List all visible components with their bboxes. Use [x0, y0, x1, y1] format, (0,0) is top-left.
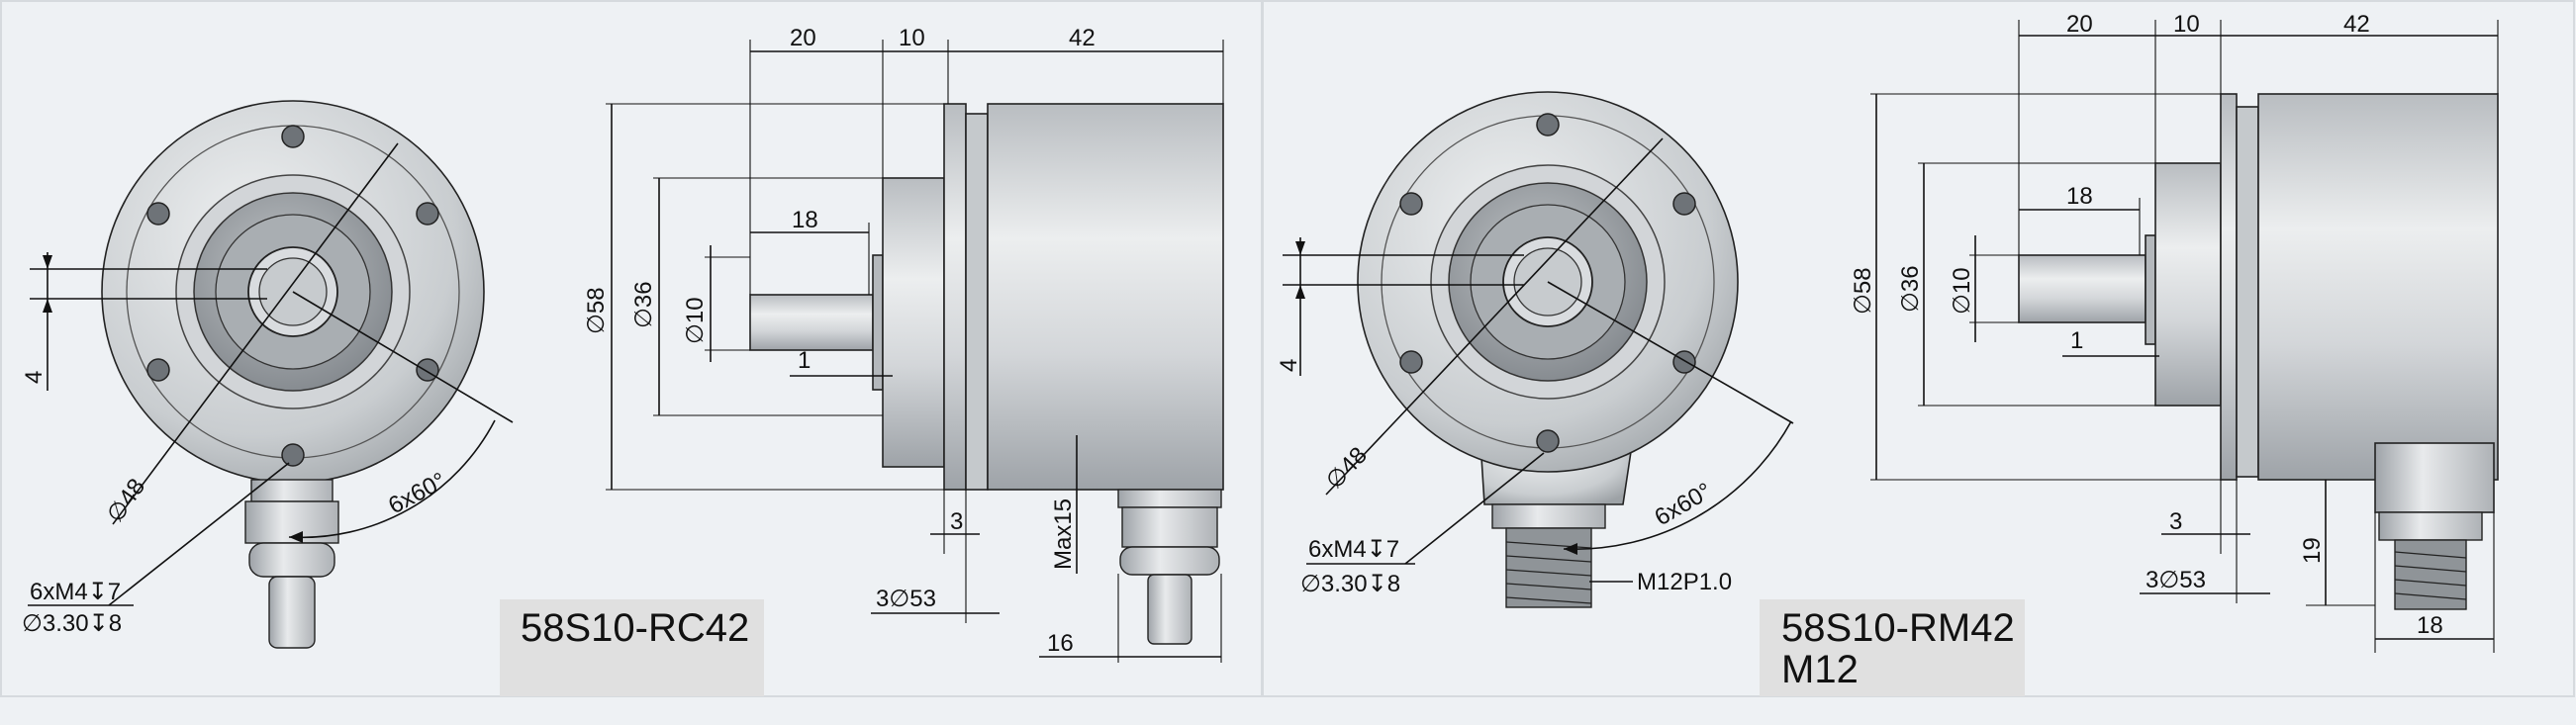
m12-connector-side	[2378, 511, 2483, 610]
model-title-rc42: 58S10-RC42	[521, 606, 749, 650]
side-view-rm42: 20 10 42 18 ∅58 ∅36 ∅10 1 3	[1850, 11, 2499, 653]
label-18: 18	[2417, 612, 2443, 639]
panel-rc42: 4 ∅48 6x60° 6xM4↧7 ∅3.30↧8	[21, 25, 1224, 696]
label-length-18: 18	[792, 207, 818, 233]
label-holes-53: 3∅53	[876, 586, 936, 612]
label-flange-3: 3	[2169, 508, 2182, 535]
front-view-rm42: 4 ∅48 6x60° 6xM4↧7 ∅3.30↧8 M12P1.0	[1276, 91, 1794, 608]
label-length-20: 20	[790, 25, 816, 51]
cable-gland-side-rc42	[1117, 489, 1222, 645]
label-dia-36: ∅36	[1897, 265, 1924, 313]
label-m12p10: M12P1.0	[1637, 569, 1732, 595]
label-length-42: 42	[2343, 11, 2370, 38]
label-dia-58: ∅58	[583, 287, 610, 334]
model-title-rm42-line2: M12	[1781, 648, 1859, 691]
label-length-10: 10	[899, 25, 925, 51]
label-length-20: 20	[2066, 11, 2093, 38]
label-drill: ∅3.30↧8	[1300, 571, 1400, 597]
label-dia-10: ∅10	[1949, 267, 1975, 315]
label-6x60: 6x60°	[384, 468, 450, 520]
label-thread: 6xM4↧7	[30, 579, 121, 605]
label-thread: 6xM4↧7	[1308, 536, 1399, 563]
panel-rm42: 4 ∅48 6x60° 6xM4↧7 ∅3.30↧8 M12P1.0	[1276, 11, 2499, 696]
label-dia-58: ∅58	[1850, 267, 1876, 315]
label-19: 19	[2299, 537, 2326, 564]
label-length-42: 42	[1069, 25, 1096, 51]
cable-gland-front-rc42	[244, 479, 339, 649]
m12-connector-front	[1491, 503, 1606, 608]
side-view-rc42: 20 10 42 18 ∅58 ∅36 ∅10 1 3	[583, 25, 1224, 663]
label-holes-53: 3∅53	[2146, 567, 2206, 593]
label-dia-36: ∅36	[630, 281, 657, 328]
label-drill: ∅3.30↧8	[22, 610, 122, 637]
label-dim-4: 4	[21, 371, 48, 384]
label-step-1: 1	[798, 347, 811, 374]
label-flange-3: 3	[950, 508, 963, 535]
mounting-holes-rm42	[1399, 113, 1696, 453]
front-view-rc42: 4 ∅48 6x60° 6xM4↧7 ∅3.30↧8	[21, 100, 514, 649]
label-dia-10: ∅10	[682, 297, 709, 344]
model-title-rm42: 58S10-RM42	[1781, 606, 2015, 650]
model-label-box-rc42	[500, 599, 764, 696]
label-dim-4: 4	[1276, 359, 1302, 372]
label-pcd-48: ∅48	[1321, 442, 1373, 495]
model-label-box-rm42	[1760, 599, 2025, 696]
label-pcd-48: ∅48	[102, 474, 150, 527]
label-length-10: 10	[2173, 11, 2200, 38]
label-max15: Max15	[1050, 498, 1077, 570]
label-step-1: 1	[2070, 327, 2083, 354]
label-16: 16	[1047, 630, 1074, 657]
label-length-18: 18	[2066, 183, 2093, 210]
